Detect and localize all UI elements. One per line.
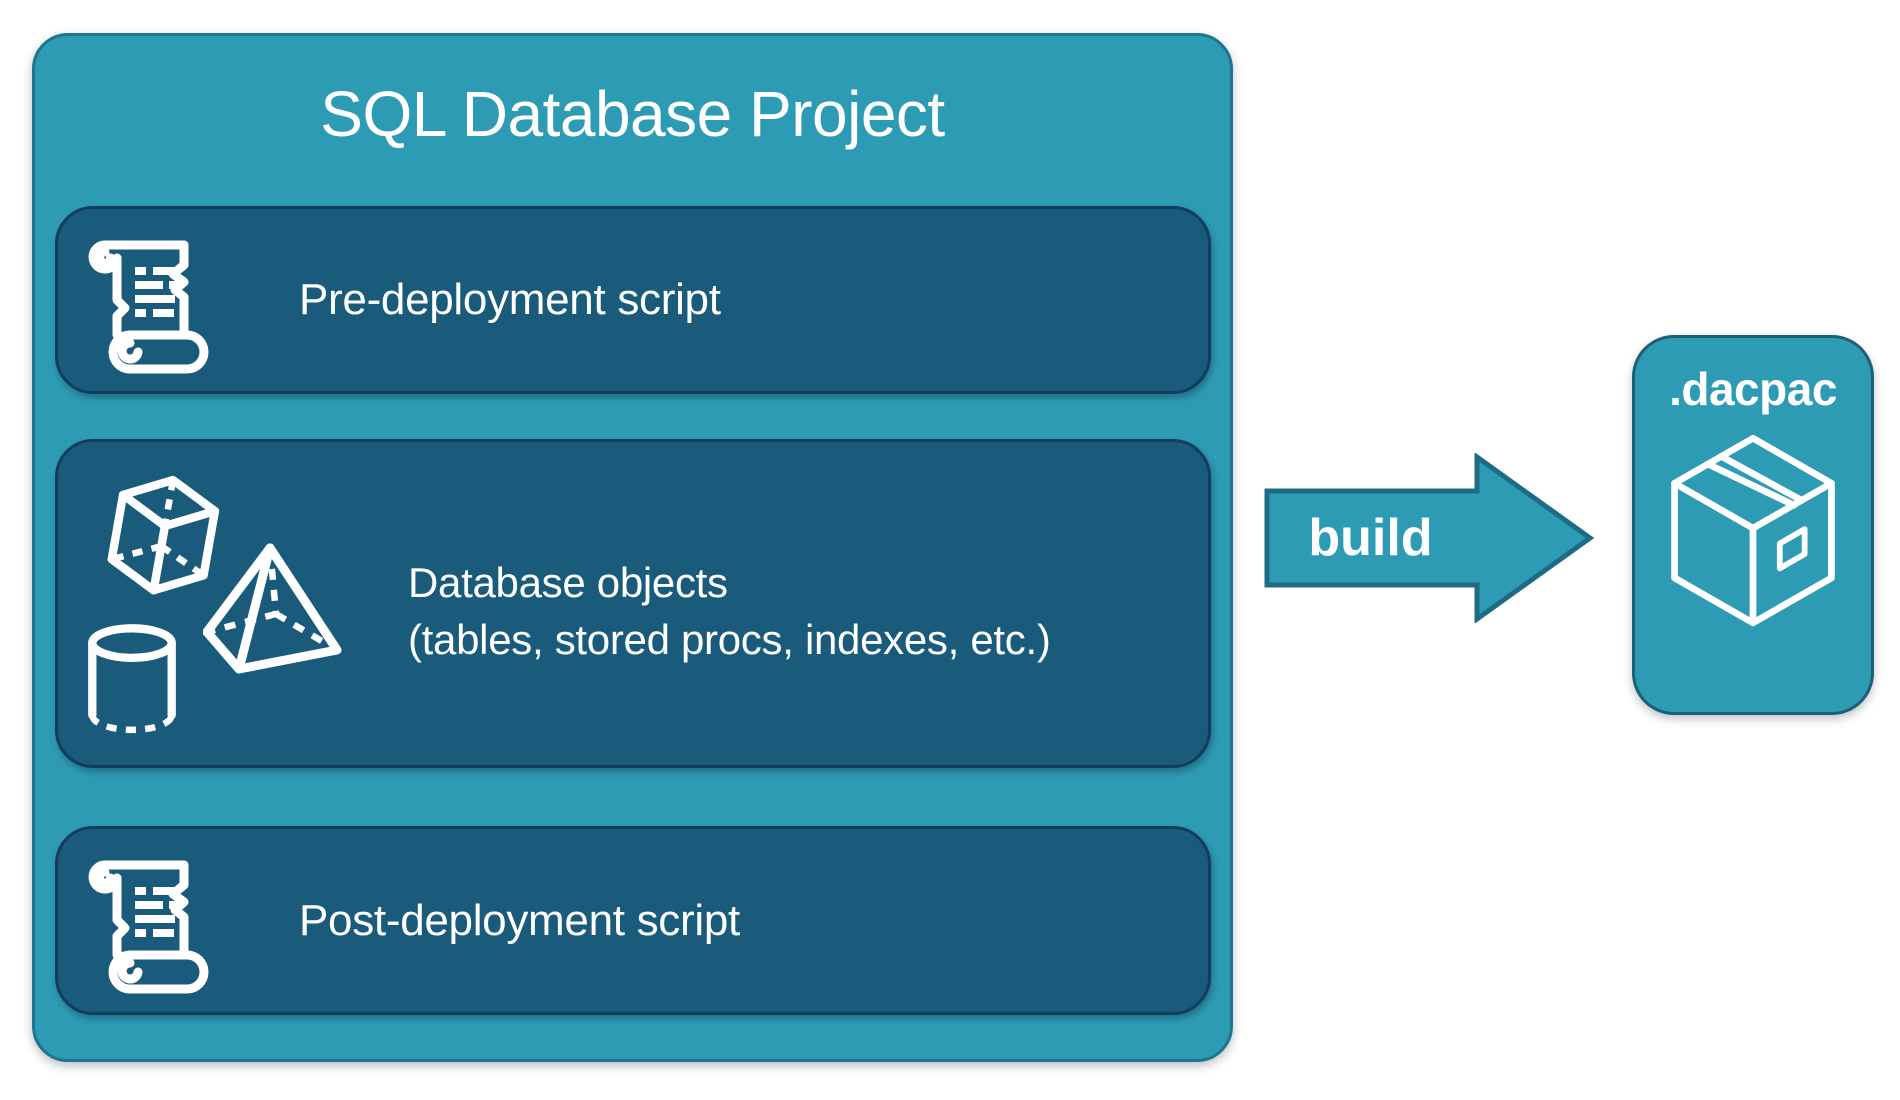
database-objects-label: Database objects (tables, stored procs, … [408,554,1051,668]
database-objects-row: Database objects (tables, stored procs, … [55,439,1211,768]
database-objects-label-line2: (tables, stored procs, indexes, etc.) [408,616,1051,663]
pre-deployment-row: Pre-deployment script [55,206,1211,394]
scroll-icon [88,860,209,994]
sql-project-container: SQL Database Project [32,33,1233,1062]
build-label: build [1308,509,1433,567]
post-deployment-row: Post-deployment script [55,826,1211,1015]
package-icon [1671,434,1835,627]
post-deployment-label: Post-deployment script [299,895,740,945]
scroll-icon [88,240,209,374]
dacpac-label: .dacpac [1669,363,1837,415]
cylinder-icon [88,624,176,734]
pre-deployment-label: Pre-deployment script [299,275,721,324]
build-arrow: build [1264,453,1594,623]
dacpac-box: .dacpac [1632,335,1874,715]
arrow-right-icon [1264,453,1594,623]
database-objects-label-line1: Database objects [408,559,728,606]
cube-icon [107,475,220,595]
pyramid-icon [203,543,342,674]
project-title: SQL Database Project [320,78,945,150]
